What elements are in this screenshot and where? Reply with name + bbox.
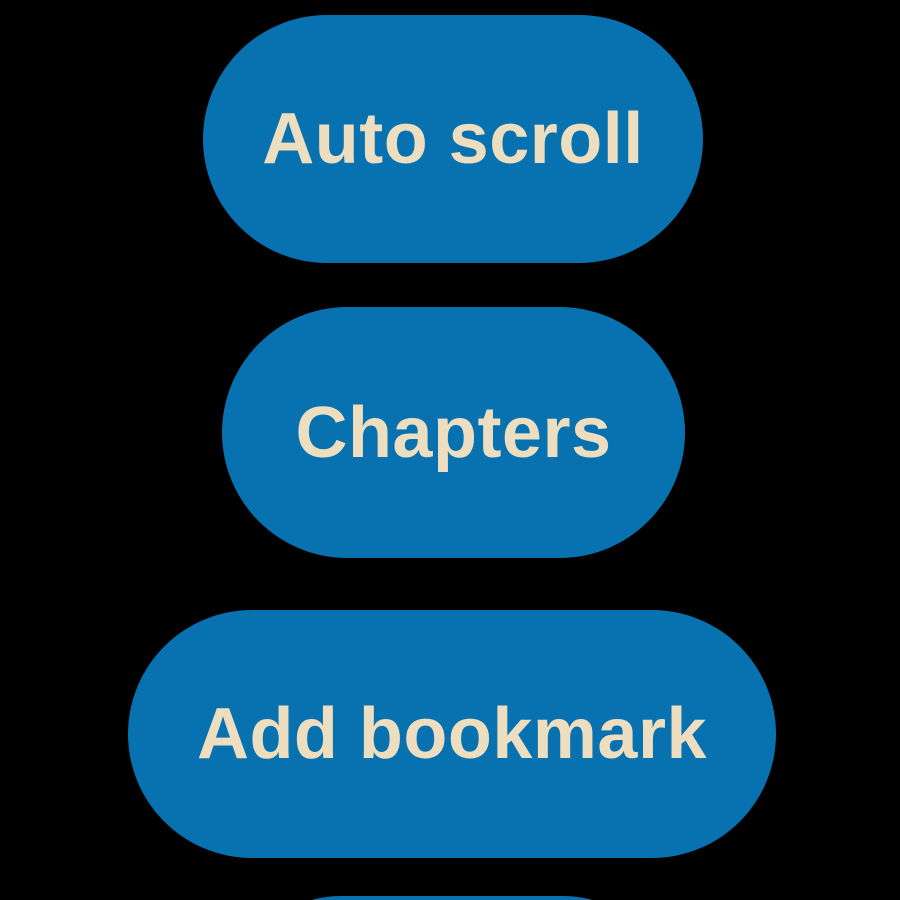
add-bookmark-button-label: Add bookmark bbox=[196, 694, 708, 774]
auto-scroll-button[interactable]: Auto scroll bbox=[203, 15, 703, 263]
auto-scroll-button-label: Auto scroll bbox=[262, 99, 644, 179]
add-bookmark-button[interactable]: Add bookmark bbox=[128, 610, 776, 858]
chapters-button-label: Chapters bbox=[295, 392, 612, 473]
partially-visible-menu-button[interactable] bbox=[231, 896, 673, 900]
chapters-button[interactable]: Chapters bbox=[222, 307, 685, 558]
